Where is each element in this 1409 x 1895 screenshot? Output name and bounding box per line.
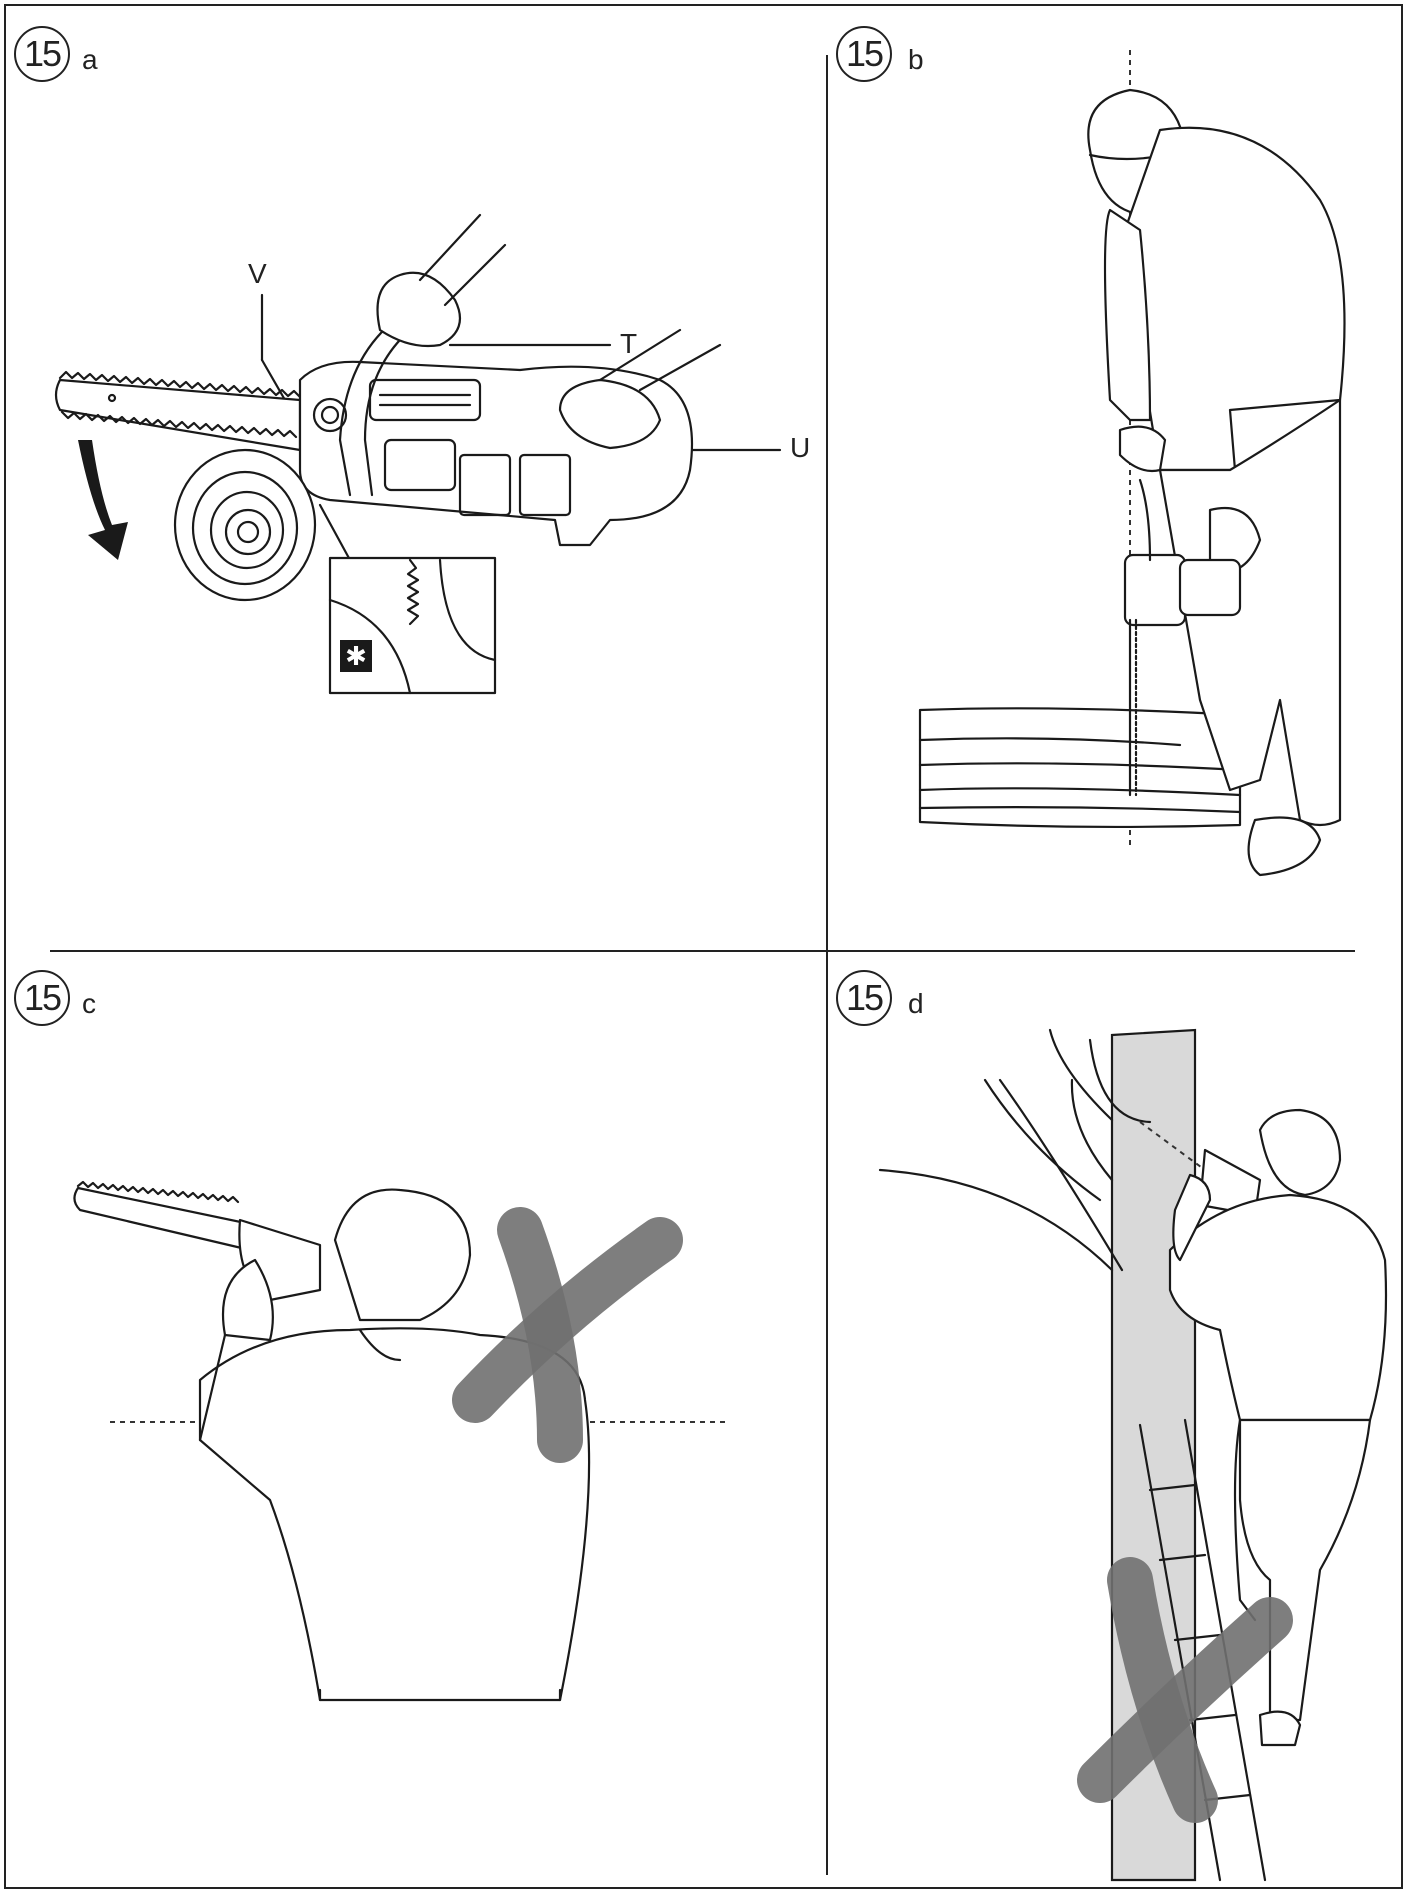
figure-number-badge-c: 15: [14, 970, 70, 1026]
panel-label-c: c: [82, 988, 96, 1019]
panel-label-d: d: [908, 988, 924, 1019]
operator-standing-figure: [1087, 88, 1346, 877]
panel-b-illustration: [918, 50, 1346, 877]
log-cross-section-icon: [173, 448, 317, 602]
panel-label-b: b: [908, 44, 924, 75]
asterisk-symbol: ✱: [345, 641, 367, 671]
figure-number-badge-b: 15: [836, 26, 892, 82]
leader-line-v2: [260, 358, 287, 402]
callout-label-v: V: [248, 258, 267, 289]
asterisk-symbol-box: [340, 640, 372, 672]
operator-on-ladder-figure: [1168, 1108, 1388, 1747]
chain-detail-inset: [328, 556, 497, 695]
horizontal-divider: [50, 950, 1355, 952]
chainsaw-icon: [54, 213, 722, 547]
callout-label-t: T: [620, 328, 638, 359]
prohibited-cross-icon-d: [1077, 1557, 1293, 1823]
figure-number-badge-a: 15: [14, 26, 70, 82]
operator-overhead-figure: [198, 1188, 591, 1702]
cut-line-guide: [1139, 1121, 1206, 1171]
vertical-divider: [826, 55, 828, 1875]
figure-frame: [4, 4, 1403, 1889]
panel-d-illustration: [878, 1028, 1388, 1882]
prohibited-cross-icon: [452, 1207, 683, 1463]
panel-label-a: a: [82, 44, 98, 75]
panel-c-illustration: [73, 1180, 730, 1702]
figure-number-badge-d: 15: [836, 970, 892, 1026]
rotation-arrow-icon: [78, 440, 128, 560]
callout-label-u: U: [790, 432, 811, 463]
panel-a-illustration: ✱: [54, 213, 782, 695]
